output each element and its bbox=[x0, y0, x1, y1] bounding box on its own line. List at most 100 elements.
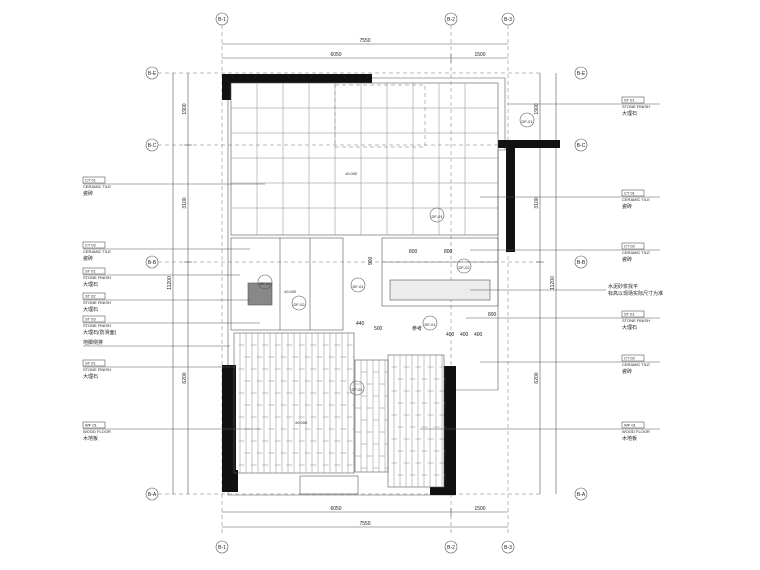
svg-text:CERAMIC TILE: CERAMIC TILE bbox=[622, 250, 650, 255]
left-callout-1: CT 01 CERAMIC TILE 瓷砖 bbox=[82, 176, 265, 197]
svg-text:STONE FINISH: STONE FINISH bbox=[622, 104, 650, 109]
svg-text:瓷砖: 瓷砖 bbox=[622, 368, 632, 375]
bottom-axis-markers: B-1 B-2 B-3 bbox=[215, 540, 515, 554]
axis-top-b3: B-3 bbox=[504, 17, 512, 23]
dim-inner-900: 900 bbox=[368, 256, 374, 265]
room-label: 参考 bbox=[412, 325, 422, 332]
svg-text:STONE FINISH: STONE FINISH bbox=[83, 367, 111, 372]
symbol-tag-4: DF-02 bbox=[259, 281, 271, 286]
symbol-tag-7: DF-01 bbox=[424, 322, 436, 327]
svg-text:STONE FINISH: STONE FINISH bbox=[622, 318, 650, 323]
svg-text:CT 01: CT 01 bbox=[624, 191, 636, 196]
axis-bottom-b2: B-2 bbox=[447, 545, 455, 551]
svg-text:瓷砖: 瓷砖 bbox=[622, 203, 632, 210]
axis-bottom-b3: B-3 bbox=[504, 545, 512, 551]
svg-text:ST 01: ST 01 bbox=[624, 98, 635, 103]
left-callout-4: ST 02 STONE FINISH 大理石 bbox=[82, 292, 250, 313]
symbol-tag-6: DF-02 bbox=[458, 265, 470, 270]
svg-text:地脚侧排: 地脚侧排 bbox=[83, 339, 103, 346]
dim-inner-800a: 800 bbox=[409, 249, 418, 255]
svg-text:CERAMIC TILE: CERAMIC TILE bbox=[83, 249, 111, 254]
dim-bottom-a: 6050 bbox=[330, 506, 341, 512]
svg-text:WF 01: WF 01 bbox=[85, 423, 98, 428]
left-callout-5: ST 03 STONE FINISH 大理石(防滑面) bbox=[82, 315, 260, 336]
axis-top-b2: B-2 bbox=[447, 17, 455, 23]
dim-inner-800c: 800 bbox=[488, 312, 497, 318]
axis-left-bb: B-B bbox=[148, 260, 157, 266]
dim-inner-400c: 400 bbox=[474, 332, 483, 338]
svg-text:标高以现场实际尺寸为准: 标高以现场实际尺寸为准 bbox=[608, 290, 663, 297]
dim-top-b: 1500 bbox=[474, 52, 485, 58]
svg-text:ST 01: ST 01 bbox=[85, 269, 96, 274]
dim-inner-500: 500 bbox=[374, 326, 383, 332]
left-callout-2: CT 02 CERAMIC TILE 瓷砖 bbox=[82, 241, 250, 262]
axis-right-ba: B-A bbox=[577, 492, 586, 498]
svg-text:STONE FINISH: STONE FINISH bbox=[83, 323, 111, 328]
dim-top-total: 7550 bbox=[359, 38, 370, 44]
level-mark-lower: ±0.000 bbox=[295, 420, 308, 425]
left-callout-7: ST 01 STONE FINISH 大理石 bbox=[82, 359, 236, 380]
svg-text:瓷砖: 瓷砖 bbox=[622, 256, 632, 263]
wall-bottom-right bbox=[430, 487, 456, 495]
wall-left-upper bbox=[222, 74, 231, 100]
dim-left-3: 6200 bbox=[182, 372, 188, 383]
dim-right-2: 3100 bbox=[534, 197, 540, 208]
svg-text:CERAMIC TILE: CERAMIC TILE bbox=[83, 184, 111, 189]
svg-text:瓷砖: 瓷砖 bbox=[83, 190, 93, 197]
dim-inner-440: 440 bbox=[356, 321, 365, 327]
wall-right-upper bbox=[498, 140, 560, 148]
right-callout-6: CT 02 CERAMIC TILE 瓷砖 bbox=[480, 354, 660, 375]
left-callout-8: WF 01 WOOD FLOOR 木地板 bbox=[82, 421, 260, 442]
svg-text:STONE FINISH: STONE FINISH bbox=[83, 300, 111, 305]
top-axis-markers: B-1 B-2 B-3 bbox=[215, 12, 515, 535]
svg-text:大理石: 大理石 bbox=[83, 281, 98, 288]
axis-right-bb: B-B bbox=[577, 260, 586, 266]
tile-grid-upper: ±0.000 bbox=[230, 82, 499, 236]
wall-bottom-left bbox=[222, 470, 238, 492]
svg-text:CT 01: CT 01 bbox=[85, 178, 97, 183]
symbol-tag-1: DF-01 bbox=[431, 214, 443, 219]
svg-text:瓷砖: 瓷砖 bbox=[83, 255, 93, 262]
plan-outline bbox=[222, 74, 560, 496]
symbol-tag-5: DF-02 bbox=[293, 302, 305, 307]
svg-text:大理石(防滑面): 大理石(防滑面) bbox=[83, 329, 117, 336]
right-callout-2: CT 01 CERAMIC TILE 瓷砖 bbox=[480, 189, 660, 210]
dim-left-2: 3100 bbox=[182, 197, 188, 208]
dim-inner-400b: 400 bbox=[460, 332, 469, 338]
svg-text:CERAMIC TILE: CERAMIC TILE bbox=[622, 197, 650, 202]
svg-text:木地板: 木地板 bbox=[83, 435, 98, 442]
svg-text:CT 02: CT 02 bbox=[85, 243, 97, 248]
axis-bottom-b1: B-1 bbox=[218, 545, 226, 551]
right-callout-1: ST 01 STONE FINISH 大理石 bbox=[508, 96, 660, 117]
dim-right-3: 6200 bbox=[534, 372, 540, 383]
right-callout-3: CT 02 CERAMIC TILE 瓷砖 bbox=[470, 242, 660, 263]
svg-text:大理石: 大理石 bbox=[622, 110, 637, 117]
axis-left-be: B-E bbox=[148, 71, 157, 77]
dim-bottom-total: 7550 bbox=[359, 521, 370, 527]
axis-right-bc: B-C bbox=[577, 143, 586, 149]
svg-text:WOOD FLOOR: WOOD FLOOR bbox=[83, 429, 111, 434]
middle-zone: 800 800 440 900 500 400 400 400 800 ±0.0… bbox=[230, 237, 499, 338]
left-dimensions: 1900 3100 6200 11200 bbox=[167, 73, 192, 494]
right-callout-4: 水泥砂浆找平 标高以现场实际尺寸为准 bbox=[470, 283, 663, 297]
svg-text:大理石: 大理石 bbox=[622, 324, 637, 331]
symbol-tag-2: DF-01 bbox=[521, 119, 533, 124]
svg-text:大理石: 大理石 bbox=[83, 306, 98, 313]
axis-right-be: B-E bbox=[577, 71, 586, 77]
left-callouts: CT 01 CERAMIC TILE 瓷砖 CT 02 CERAMIC TILE… bbox=[82, 176, 265, 442]
bottom-dimensions: 6050 1500 7550 bbox=[222, 506, 508, 528]
symbol-tag-8: DF-01 bbox=[351, 387, 363, 392]
svg-text:木地板: 木地板 bbox=[622, 435, 637, 442]
svg-text:ST 01: ST 01 bbox=[624, 312, 635, 317]
svg-text:CT 02: CT 02 bbox=[624, 244, 636, 249]
svg-text:WOOD FLOOR: WOOD FLOOR bbox=[622, 429, 650, 434]
svg-text:CERAMIC TILE: CERAMIC TILE bbox=[622, 362, 650, 367]
dim-right-total: 11200 bbox=[550, 276, 556, 290]
left-callout-3: ST 01 STONE FINISH 大理石 bbox=[82, 267, 240, 288]
symbol-tag-3: DF-01 bbox=[352, 284, 364, 289]
svg-text:大理石: 大理石 bbox=[83, 373, 98, 380]
left-callout-6: 地脚侧排 bbox=[83, 339, 230, 347]
wall-right-lower bbox=[444, 366, 456, 490]
axis-top-b1: B-1 bbox=[218, 17, 226, 23]
